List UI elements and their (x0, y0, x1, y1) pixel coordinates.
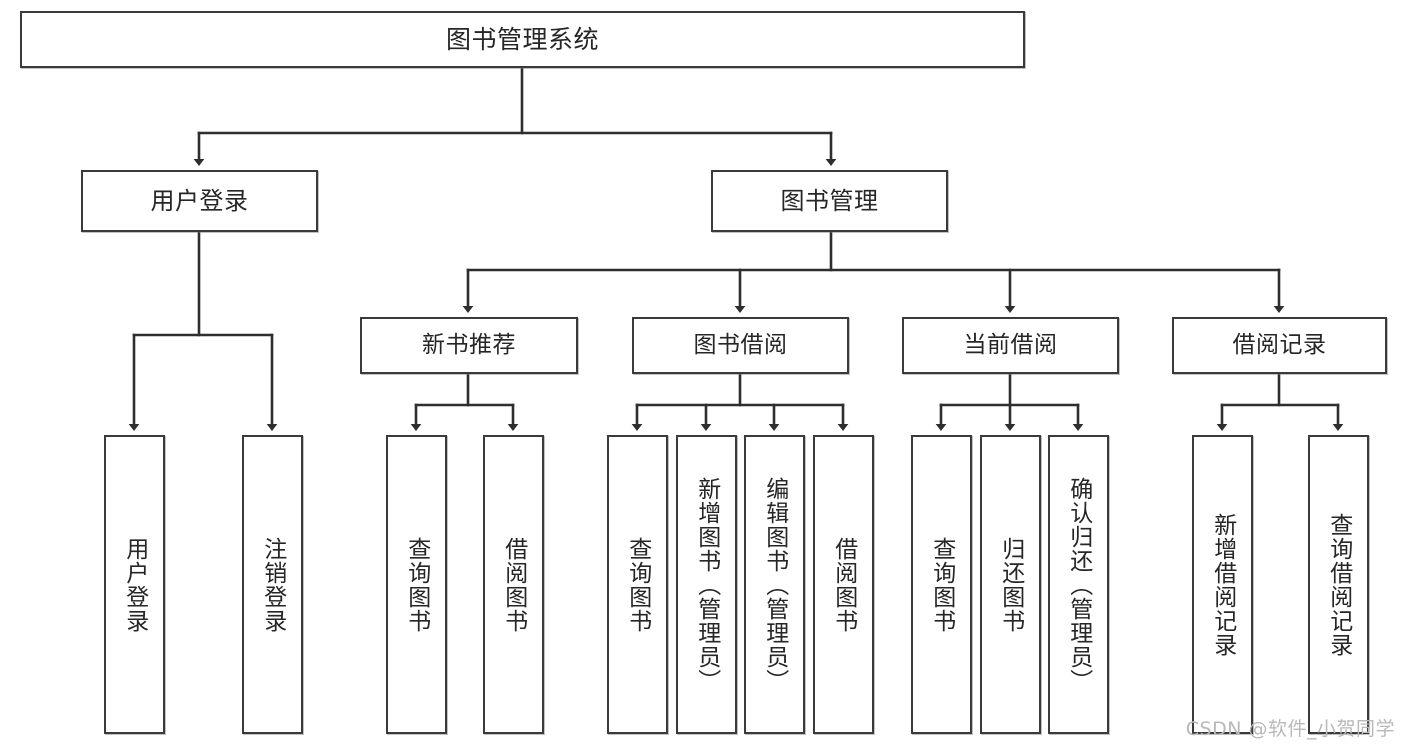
leaf-add-book-admin[interactable]: 新增图书（管理员） (676, 435, 737, 734)
node-label: 新增图书（管理员） (693, 476, 720, 693)
node-current-borrow[interactable]: 当前借阅 (902, 317, 1119, 374)
node-label: 借阅记录 (1232, 331, 1327, 358)
node-label: 查询图书 (403, 536, 430, 633)
leaf-logout[interactable]: 注销登录 (242, 435, 303, 734)
leaf-query-borrow-record[interactable]: 查询借阅记录 (1308, 435, 1369, 734)
node-borrow-record[interactable]: 借阅记录 (1172, 317, 1387, 374)
leaf-borrow-book-recommend[interactable]: 借阅图书 (483, 435, 544, 734)
node-label: 图书管理 (780, 186, 879, 215)
node-label: 归还图书 (997, 536, 1024, 633)
node-new-book-recommend[interactable]: 新书推荐 (360, 317, 578, 374)
node-label: 用户登录 (150, 186, 249, 215)
leaf-borrow-book[interactable]: 借阅图书 (813, 435, 874, 734)
node-label: 借阅图书 (500, 536, 527, 633)
watermark-text: CSDN @软件_小贺同学 (1185, 718, 1395, 740)
leaf-return-book[interactable]: 归还图书 (980, 435, 1041, 734)
leaf-query-book-current[interactable]: 查询图书 (911, 435, 972, 734)
leaf-edit-book-admin[interactable]: 编辑图书（管理员） (744, 435, 805, 734)
node-user-login[interactable]: 用户登录 (81, 170, 318, 232)
node-label: 图书管理系统 (445, 24, 599, 54)
node-label: 新增借阅记录 (1209, 512, 1236, 657)
node-label: 用户登录 (121, 536, 148, 633)
node-book-management[interactable]: 图书管理 (711, 170, 948, 232)
leaf-query-book-recommend[interactable]: 查询图书 (386, 435, 447, 734)
leaf-add-borrow-record[interactable]: 新增借阅记录 (1192, 435, 1253, 734)
node-label: 新书推荐 (422, 331, 516, 358)
node-label: 查询借阅记录 (1325, 512, 1352, 657)
node-label: 查询图书 (624, 536, 651, 633)
node-label: 查询图书 (928, 536, 955, 633)
node-book-borrow[interactable]: 图书借阅 (632, 317, 849, 374)
node-label: 借阅图书 (830, 536, 857, 633)
node-label: 注销登录 (259, 536, 286, 633)
leaf-user-login[interactable]: 用户登录 (104, 435, 165, 734)
node-label: 编辑图书（管理员） (761, 476, 788, 693)
leaf-query-book-borrow[interactable]: 查询图书 (607, 435, 668, 734)
node-label: 确认归还（管理员） (1065, 476, 1092, 693)
node-label: 图书借阅 (693, 331, 788, 358)
node-root-system[interactable]: 图书管理系统 (20, 11, 1025, 68)
node-label: 当前借阅 (963, 331, 1058, 358)
leaf-confirm-return-admin[interactable]: 确认归还（管理员） (1048, 435, 1109, 734)
